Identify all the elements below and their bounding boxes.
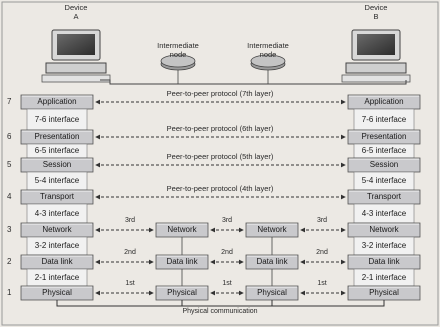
device-b-label-0: Device (364, 3, 388, 12)
layer-number-2: 2 (7, 257, 12, 266)
layer-number-6: 6 (7, 132, 12, 141)
interface-3-label-a: 3-2 interface (34, 241, 80, 250)
interface-6-label-a: 6-5 interface (34, 146, 80, 155)
interface-2-label-a: 2-1 interface (34, 272, 80, 282)
hop-label-layer-1-1: 1st (222, 280, 232, 287)
device-a-label-1: A (73, 12, 79, 21)
network-cable (100, 79, 407, 85)
interface-7-label-a: 7-6 interface (34, 114, 80, 124)
router-1-top (160, 54, 196, 68)
node-1-layer-3-name: Network (167, 225, 197, 234)
layer-number-4: 4 (7, 192, 12, 201)
layer-4-name-b: Transport (367, 192, 401, 201)
peer-protocol-label-4: Peer-to-peer protocol (4th layer) (166, 184, 274, 193)
layer-6-name-b: Presentation (361, 132, 407, 141)
layer-3-name-b: Network (369, 225, 399, 234)
hop-label-layer-2-0: 2nd (124, 249, 136, 256)
layer-4-name-a: Transport (40, 192, 74, 201)
layer-number-7: 7 (7, 97, 12, 106)
hop-label-layer-3-2: 3rd (316, 217, 328, 224)
layer-number-1: 1 (7, 288, 12, 297)
node-1-layer-1-name: Physical (167, 288, 197, 297)
hop-label-layer-3-1: 3rd (221, 217, 233, 224)
peer-protocol-label-6: Peer-to-peer protocol (6th layer) (166, 124, 274, 133)
physical-communication-line (56, 300, 385, 307)
hop-label-layer-2-1: 2nd (221, 249, 233, 256)
hop-label-layer-2-2: 2nd (316, 249, 328, 256)
intermediate-node-2-label-1: node (259, 50, 277, 59)
intermediate-node-1-label-0: Intermediate (157, 41, 199, 50)
layer-7-name-b: Application (364, 97, 404, 106)
computer-a-base (45, 62, 107, 74)
computer-b-keyboard (341, 74, 411, 83)
interface-2-label-b: 2-1 interface (361, 272, 407, 282)
layer-1-name-b: Physical (369, 288, 399, 297)
router-2-top (250, 54, 286, 68)
interface-4-label-a: 4-3 interface (34, 208, 80, 218)
interface-5-label-b: 5-4 interface (361, 176, 407, 185)
interface-6-label-b: 6-5 interface (361, 146, 407, 155)
peer-protocol-label-7: Peer-to-peer protocol (7th layer) (166, 89, 274, 98)
node-2-layer-2-name: Data link (256, 257, 288, 266)
physical-communication-label: Physical communication (182, 308, 258, 315)
hop-label-layer-1-0: 1st (125, 280, 135, 287)
hop-label-layer-1-2: 1st (317, 280, 327, 287)
node-2-layer-1-name: Physical (257, 288, 287, 297)
layer-5-name-b: Session (369, 160, 399, 169)
intermediate-node-1-label-1: node (169, 50, 187, 59)
layer-6-name-a: Presentation (34, 132, 80, 141)
layer-7-name-a: Application (37, 97, 77, 106)
device-b-label-1: B (373, 12, 379, 21)
node-1-layer-2-name: Data link (166, 257, 198, 266)
layer-2-name-b: Data link (368, 257, 400, 266)
computer-a-screen (57, 34, 95, 55)
peer-protocol-label-5: Peer-to-peer protocol (5th layer) (166, 152, 274, 161)
computer-b-base (345, 62, 407, 74)
layer-1-name-a: Physical (42, 288, 72, 297)
layer-number-5: 5 (7, 160, 12, 169)
layer-number-3: 3 (7, 225, 12, 234)
interface-3-label-b: 3-2 interface (361, 241, 407, 250)
hop-label-layer-3-0: 3rd (124, 217, 136, 224)
interface-4-label-b: 4-3 interface (361, 208, 407, 218)
computer-b-screen (357, 34, 395, 55)
intermediate-node-2-label-0: Intermediate (247, 41, 289, 50)
node-2-layer-3-name: Network (257, 225, 287, 234)
interface-7-label-b: 7-6 interface (361, 114, 407, 124)
computer-a-keyboard (41, 74, 111, 83)
device-a-label-0: Device (64, 3, 88, 12)
layer-3-name-a: Network (42, 225, 72, 234)
layer-2-name-a: Data link (41, 257, 73, 266)
layer-5-name-a: Session (42, 160, 72, 169)
interface-5-label-a: 5-4 interface (34, 176, 80, 185)
